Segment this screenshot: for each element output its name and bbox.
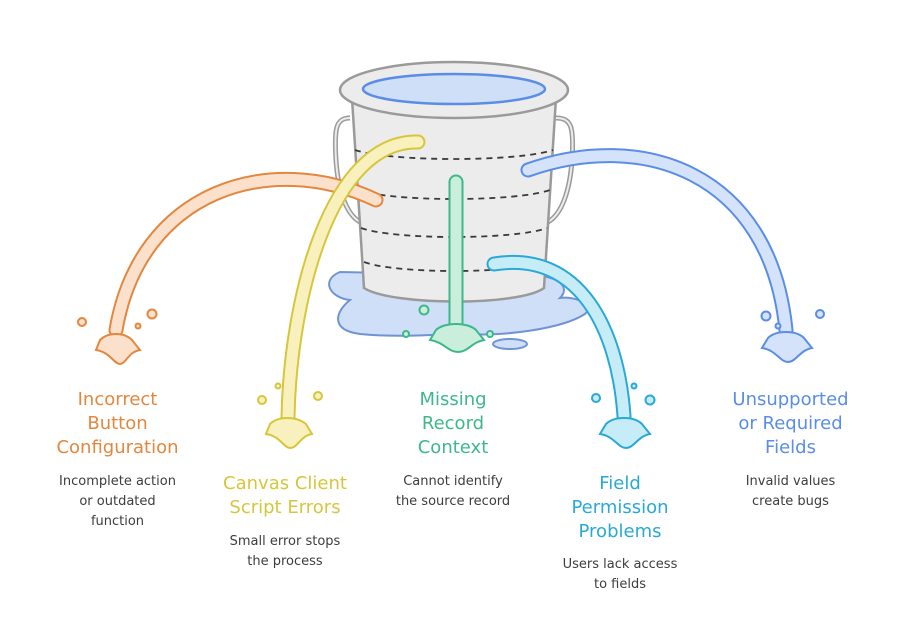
bucket-water xyxy=(361,72,547,106)
leak-title-canvas-client-script-errors: Canvas Client Script Errors xyxy=(223,473,347,518)
puddle-drop xyxy=(492,338,528,350)
leak-description-field-permission-problems: Users lack access to fields xyxy=(562,557,678,592)
leak-title-field-permission-problems: Field Permission Problems xyxy=(571,473,669,542)
leak-stream-blue xyxy=(520,148,825,364)
leak-description-incorrect-button-configuration: Incomplete action or outdated function xyxy=(59,474,176,529)
leak-title-incorrect-button-configuration: Incorrect Button Configuration xyxy=(56,389,179,458)
leak-stream-orange xyxy=(77,172,384,366)
leak-title-missing-record-context: Missing Record Context xyxy=(417,389,489,458)
leak-description-missing-record-context: Cannot identify the source record xyxy=(395,474,511,509)
leak-stream-yellow xyxy=(257,134,426,450)
leak-description-unsupported-or-required-fields: Invalid values create bugs xyxy=(745,474,836,509)
leak-title-unsupported-or-required-fields: Unsupported or Required Fields xyxy=(732,389,849,458)
bucket-handle-left-inner xyxy=(334,117,361,223)
leak-stream-cyan xyxy=(486,254,656,450)
leak-description-canvas-client-script-errors: Small error stops the process xyxy=(229,534,341,569)
leak-stream-green xyxy=(402,174,494,354)
